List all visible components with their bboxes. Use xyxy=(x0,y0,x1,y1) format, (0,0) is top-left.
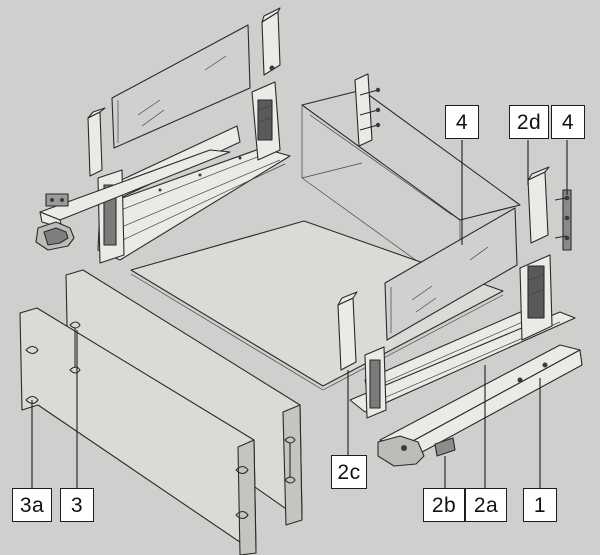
front-connector-top xyxy=(87,107,106,177)
glass-insert-top xyxy=(111,24,251,149)
back-connector-top xyxy=(261,7,281,76)
back-connector-2d xyxy=(527,166,550,244)
rail-stop xyxy=(434,437,456,457)
label-rail: 2a xyxy=(465,488,507,522)
leader-lines xyxy=(31,140,568,488)
right-runner xyxy=(377,344,583,467)
left-runner xyxy=(35,149,231,251)
drawer-bottom-panel xyxy=(130,220,504,391)
label-glass-insert: 4 xyxy=(445,105,479,139)
right-drawer-side xyxy=(349,254,576,419)
label-drawer-side: 1 xyxy=(523,488,557,522)
glass-insert-right xyxy=(384,207,518,341)
front-fitting-3a xyxy=(25,345,249,520)
label-front-fitting-alt: 3a xyxy=(12,488,52,522)
front-connector-2c xyxy=(337,291,358,371)
label-glass-bracket: 4 xyxy=(551,105,585,139)
front-fitting-3 xyxy=(69,321,296,484)
label-front-connector: 2c xyxy=(331,455,367,489)
label-rail-stop: 2b xyxy=(423,488,465,522)
label-front-fitting: 3 xyxy=(60,488,94,522)
glass-bracket-right xyxy=(554,189,572,251)
label-back-connector: 2d xyxy=(509,105,549,139)
back-fitting-bracket xyxy=(354,73,381,147)
